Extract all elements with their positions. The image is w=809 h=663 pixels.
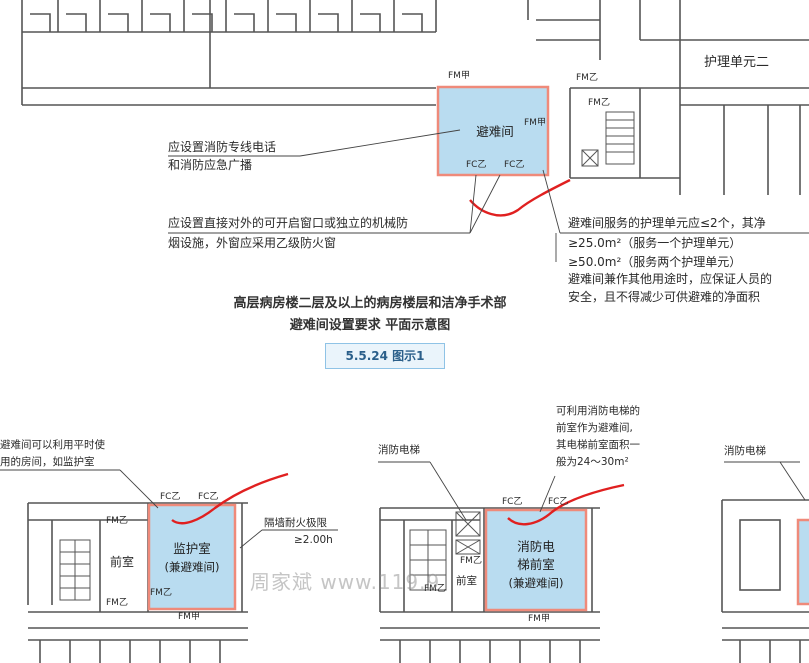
- note-service-line5: 安全，且不得减少可供避难的净面积: [568, 290, 761, 304]
- br-room: [796, 518, 809, 606]
- bl-stair: [59, 539, 91, 601]
- bm-elevator: [409, 511, 481, 591]
- bl-room-line2: (兼避难间): [164, 560, 220, 574]
- bl-fc-yi-label-2: FC乙: [198, 492, 219, 502]
- br-leader-line-2: [779, 461, 806, 501]
- bl-anteroom-label: 前室: [110, 555, 135, 569]
- bm-note-line3: 其电梯前室面积一: [556, 439, 640, 451]
- bm-fm-jia-label: FM甲: [528, 614, 550, 624]
- note-window-line2: 烟设施，外窗应采用乙级防火窗: [168, 236, 337, 250]
- note-service-line2: ≥25.0m²（服务一个护理单元）: [568, 236, 742, 250]
- bm-note-line2: 前室作为避难间,: [556, 422, 633, 434]
- bm-note-line1: 可利用消防电梯的: [556, 405, 640, 417]
- top-stair: [581, 111, 635, 167]
- figure-number-badge: 5.5.24 图示1: [325, 343, 445, 369]
- bm-note-line4: 般为24～30m²: [556, 456, 629, 468]
- bl-leader-lines: [0, 469, 338, 549]
- note-phone-line1: 应设置消防专线电话: [168, 140, 277, 154]
- bl-fm-yi-label-1: FM乙: [106, 516, 128, 526]
- bl-monitor-room: [147, 503, 237, 611]
- bl-fm-yi-label-2: FM乙: [150, 588, 172, 598]
- bl-room-line1: 监护室: [173, 541, 211, 556]
- bm-room-line1: 消防电: [517, 539, 555, 554]
- bm-anteroom-label: 前室: [456, 575, 477, 587]
- bm-fm-yi-label-1: FM乙: [460, 556, 482, 566]
- caption-line2: 避难间设置要求 平面示意图: [289, 318, 451, 333]
- bl-note-line2: 用的房间，如监护室: [0, 456, 95, 468]
- top-ward-walls: [21, 0, 809, 195]
- bm-fc-yi-label-1: FC乙: [502, 497, 523, 507]
- bl-red-mark: [171, 472, 289, 525]
- bm-leader-lines: [378, 461, 556, 521]
- top-fm-jia-label-1: FM甲: [448, 71, 470, 81]
- top-fm-yi-label-2: FM乙: [588, 98, 610, 108]
- br-walls: [721, 499, 809, 663]
- bm-elevator-lobby: [484, 508, 588, 612]
- top-fc-yi-label-2: FC乙: [504, 160, 525, 170]
- bm-red-mark: [507, 483, 625, 526]
- nursing-unit-two-label: 护理单元二: [702, 54, 772, 71]
- br-fire-elevator-label: 消防电梯: [724, 445, 766, 457]
- bm-fire-elevator-label: 消防电梯: [378, 444, 420, 456]
- bm-fm-yi-label-2: FM乙: [424, 584, 446, 594]
- note-window-line1: 应设置直接对外的可开启窗口或独立的机械防: [168, 216, 409, 230]
- bm-room-line2: 梯前室: [517, 557, 555, 572]
- watermark-text: 周家斌 www.119.9: [250, 570, 441, 594]
- bl-fm-yi-label-3: FM乙: [106, 598, 128, 608]
- top-refuge-room-label: 避难间: [476, 124, 514, 139]
- bl-fc-yi-label-1: FC乙: [160, 492, 181, 502]
- bm-walls: [379, 507, 600, 663]
- top-fm-yi-label-1: FM乙: [576, 73, 598, 83]
- note-service-line3: ≥50.0m²（服务两个护理单元）: [568, 255, 742, 269]
- bm-fc-yi-label-2: FC乙: [548, 497, 569, 507]
- bl-fm-jia-label: FM甲: [178, 612, 200, 622]
- top-fc-yi-label-1: FC乙: [466, 160, 487, 170]
- top-leader-lines: [168, 129, 809, 262]
- top-fm-jia-label-2: FM甲: [524, 118, 546, 128]
- caption-line1: 高层病房楼二层及以上的病房楼层和洁净手术部: [233, 296, 507, 311]
- bl-fire-limit-line2: ≥2.00h: [294, 534, 333, 546]
- top-refuge-room: [436, 85, 550, 177]
- note-service-line1: 避难间服务的护理单元应≤2个，其净: [568, 216, 766, 230]
- bl-note-line1: 避难间可以利用平时使: [0, 439, 105, 451]
- bl-walls: [27, 502, 248, 663]
- note-phone-line2: 和消防应急广播: [168, 158, 253, 172]
- bl-fire-limit-line1: 隔墙耐火极限: [264, 517, 327, 529]
- top-red-mark: [469, 178, 571, 217]
- note-service-line4: 避难间兼作其他用途时，应保证人员的: [568, 272, 773, 286]
- bm-room-line3: (兼避难间): [508, 576, 564, 590]
